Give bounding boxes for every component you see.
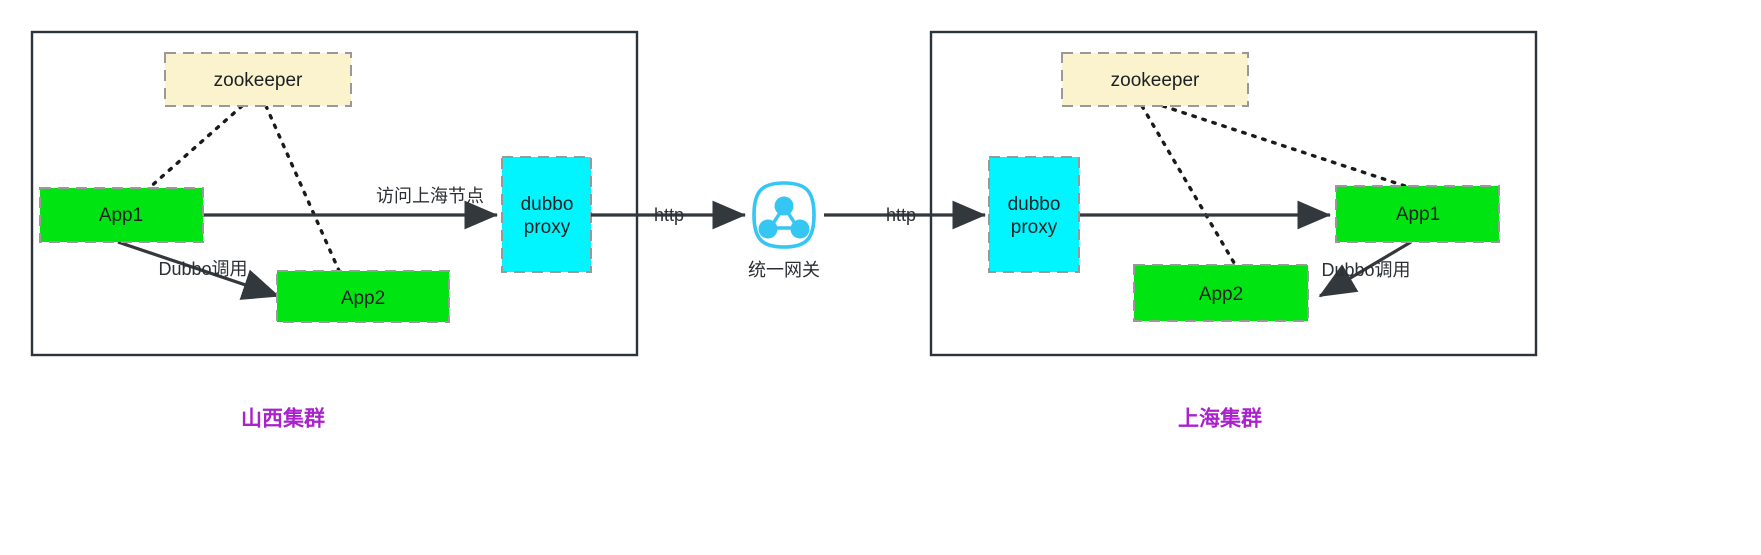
node-shanghai-zookeeper-label: zookeeper bbox=[1111, 70, 1200, 91]
edge-shanxi-app1-to-app2 bbox=[117, 240, 280, 300]
node-shanxi-app2-label: App2 bbox=[341, 288, 385, 309]
cluster-shanghai-caption: 上海集群 bbox=[1178, 407, 1262, 431]
gateway-caption: 统一网关 bbox=[748, 260, 820, 280]
node-shanxi-zookeeper[interactable]: zookeeper bbox=[164, 52, 352, 107]
node-shanghai-app1[interactable]: App1 bbox=[1335, 185, 1500, 243]
node-shanghai-dubbo-proxy-box[interactable] bbox=[988, 156, 1080, 273]
edge-shanghai-zk-to-app2 bbox=[1140, 104, 1242, 275]
node-shanghai-app1-box[interactable] bbox=[1335, 185, 1500, 243]
network-mesh-icon[interactable] bbox=[752, 181, 816, 249]
edge-shanxi-zk-to-app2 bbox=[264, 104, 342, 275]
cluster-shanxi: zookeeper App1 App2 dubbo proxy 访问上海节点 D… bbox=[30, 30, 639, 431]
edge-label-shanxi-dubbo-call: Dubbo调用 bbox=[158, 259, 247, 279]
node-shanxi-zookeeper-box[interactable] bbox=[164, 52, 352, 107]
edge-label-shanghai-dubbo-call: Dubbo调用 bbox=[1321, 260, 1410, 280]
edge-label-access-shanghai-node: 访问上海节点 bbox=[376, 186, 484, 206]
node-shanghai-zookeeper-box[interactable] bbox=[1061, 52, 1249, 107]
cluster-shanxi-caption: 山西集群 bbox=[241, 407, 325, 431]
cluster-shanghai-frame bbox=[929, 30, 1538, 357]
node-shanxi-app1-label: App1 bbox=[99, 205, 143, 226]
cluster-shanxi-frame bbox=[30, 30, 639, 357]
node-shanxi-zookeeper-label: zookeeper bbox=[214, 70, 303, 91]
node-shanxi-app1[interactable]: App1 bbox=[39, 187, 204, 243]
edge-label-http-inbound: http bbox=[654, 205, 684, 225]
node-shanghai-app1-label: App1 bbox=[1396, 204, 1440, 225]
unified-gateway[interactable]: http http 统一网关 bbox=[591, 181, 986, 280]
node-shanxi-dubbo-proxy[interactable]: dubbo proxy bbox=[501, 156, 592, 273]
edge-shanxi-zk-to-app1 bbox=[129, 104, 244, 206]
node-shanxi-app2[interactable]: App2 bbox=[276, 270, 450, 323]
node-shanxi-dubbo-proxy-label-line2: proxy bbox=[524, 217, 571, 238]
node-shanghai-dubbo-proxy-label-line1: dubbo bbox=[1008, 194, 1061, 215]
node-shanxi-dubbo-proxy-label-line1: dubbo bbox=[521, 194, 574, 215]
node-shanghai-app2[interactable]: App2 bbox=[1133, 264, 1309, 322]
node-shanxi-app1-box[interactable] bbox=[39, 187, 204, 243]
node-shanghai-app2-box[interactable] bbox=[1133, 264, 1309, 322]
edge-label-http-outbound: http bbox=[886, 205, 916, 225]
node-shanxi-app2-box[interactable] bbox=[276, 270, 450, 323]
node-shanghai-zookeeper[interactable]: zookeeper bbox=[1061, 52, 1249, 107]
node-shanxi-dubbo-proxy-box[interactable] bbox=[501, 156, 592, 273]
node-shanghai-dubbo-proxy[interactable]: dubbo proxy bbox=[988, 156, 1080, 273]
node-shanghai-dubbo-proxy-label-line2: proxy bbox=[1011, 217, 1058, 238]
edge-shanghai-app1-to-app2 bbox=[1318, 240, 1412, 298]
cluster-shanghai: zookeeper dubbo proxy App2 App1 Dubbo调用 bbox=[929, 30, 1538, 431]
edge-shanghai-zk-to-app1 bbox=[1161, 104, 1416, 191]
node-shanghai-app2-label: App2 bbox=[1199, 284, 1243, 305]
